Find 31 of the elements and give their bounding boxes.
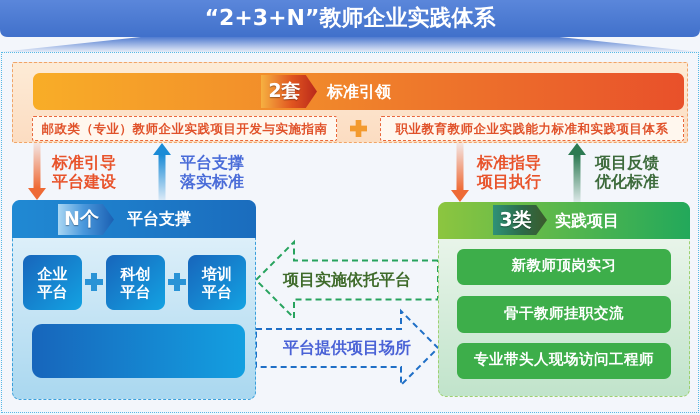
section-heading: 实践项目 [555, 210, 619, 232]
section-panel [12, 62, 688, 143]
section-panel [438, 202, 690, 397]
section-heading: 平台支撑 [127, 208, 191, 230]
blank-panel [32, 324, 245, 378]
arrow [568, 143, 586, 202]
arrow [451, 143, 469, 202]
section-tag: 3类 [493, 205, 547, 235]
project-card: 骨干教师挂职交流 [457, 296, 671, 333]
project-card: 新教师顶岗实习 [457, 249, 671, 285]
edge-label: 项目实施依托平台 [283, 270, 411, 290]
section-panel [12, 200, 256, 400]
block-arrow [254, 240, 439, 320]
edge-label: 标准指导项目执行 [477, 153, 542, 191]
title-banner: “2+3+N”教师企业实践体系 [0, 0, 700, 52]
section-tag: 2套 [261, 75, 317, 108]
edge-label: 平台支撑落实标准 [180, 153, 245, 191]
document-box: 职业教育教师企业实践能力标准和实践项目体系 [380, 116, 684, 141]
arrow [153, 143, 171, 200]
arrow [28, 143, 46, 200]
section-tag: N个 [58, 204, 114, 235]
platform-card: 培训平台 [188, 255, 246, 310]
section-heading: 标准引领 [327, 81, 391, 103]
edge-label: 标准引导平台建设 [52, 153, 117, 191]
edge-label: 项目反馈优化标准 [595, 153, 660, 191]
platform-card: 企业平台 [23, 255, 82, 310]
block-arrow [255, 308, 440, 388]
platform-card: 科创平台 [106, 255, 165, 310]
project-card: 专业带头人现场访问工程师 [457, 343, 671, 379]
edge-label: 平台提供项目场所 [283, 338, 411, 358]
document-box: 邮政类（专业）教师企业实践项目开发与实施指南 [32, 116, 337, 141]
